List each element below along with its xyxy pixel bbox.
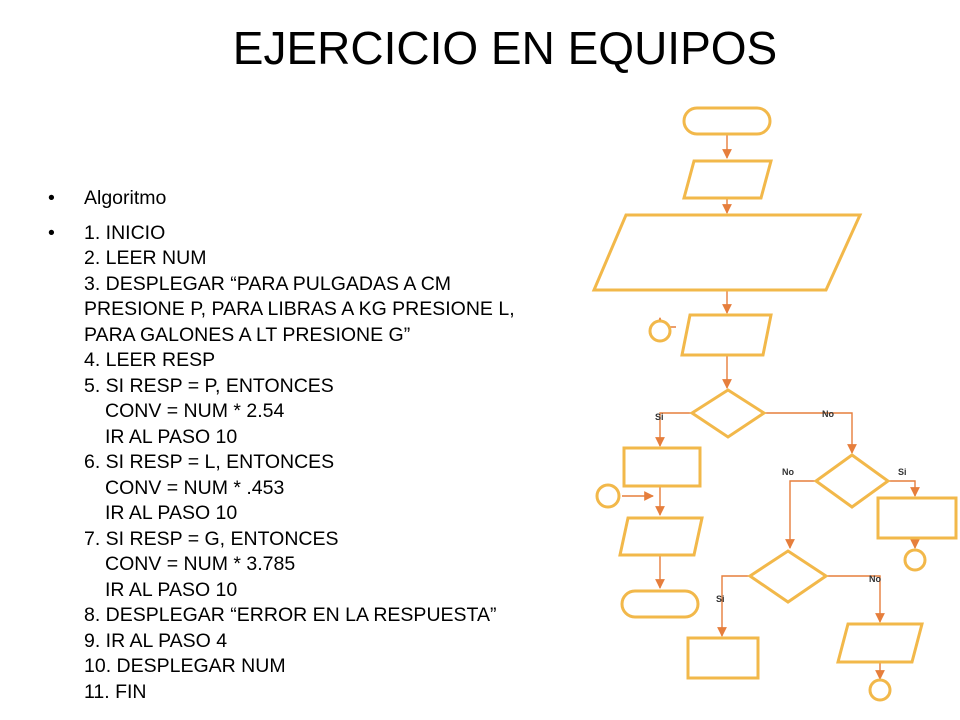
label-decision1-yes: Si: [655, 412, 664, 422]
decision-diamond-resp-l: [813, 453, 891, 509]
connector-decision3-yes: [717, 575, 750, 637]
algorithm-step-line: 7. SI RESP = G, ENTONCES: [84, 527, 339, 550]
label-decision3-no: No: [869, 574, 881, 584]
connector-circle-join: [595, 483, 621, 509]
output-parallelogram-error: [836, 622, 924, 664]
bullet-text: Algoritmo: [84, 187, 167, 209]
connector-circle-l: [903, 548, 927, 572]
connector-decision1-no: [764, 412, 857, 454]
algorithm-step-line: 8. DESPLEGAR “ERROR EN LA RESPUESTA”: [84, 604, 497, 626]
algorithm-step-line: 5. SI RESP = P, ENTONCES: [84, 374, 334, 397]
connector-decision2-yes: [888, 480, 920, 497]
connector-decision3-no: [826, 575, 885, 623]
algorithm-step-line: PARA GALONES A LT PRESIONE G”: [84, 323, 411, 346]
decision-diamond-resp-g: [747, 549, 829, 604]
algorithm-step-line: PRESIONE P, PARA LIBRAS A KG PRESIONE L,: [84, 298, 515, 320]
decision-diamond-resp-p: [689, 388, 767, 439]
bullet-heading: • Algoritmo: [48, 186, 588, 212]
label-decision2-no: No: [782, 467, 794, 477]
algorithm-step-line: 3. DESPLEGAR “PARA PULGADAS A CM: [84, 272, 452, 295]
process-rect-conv-p: [622, 446, 702, 488]
connector-circle-loop: [648, 319, 672, 343]
algorithm-step-line: 1. INICIO: [84, 221, 166, 244]
algorithm-step-line: 6. SI RESP = L, ENTONCES: [84, 451, 335, 473]
algorithm-step-line: IR AL PASO 10: [105, 425, 238, 448]
algorithm-step-line: 2. LEER NUM: [84, 247, 207, 269]
process-rect-conv-l: [876, 496, 958, 540]
connector-decision2-no: [785, 480, 816, 549]
output-parallelogram-desplegar: [591, 213, 863, 292]
output-parallelogram-desplegar-num: [618, 516, 704, 557]
algorithm-step-line: 4. LEER RESP: [84, 349, 216, 371]
flowchart-shapes: [591, 106, 958, 702]
input-parallelogram-leer-resp: [680, 313, 773, 357]
algorithm-step-line: 9. IR AL PASO 4: [84, 629, 228, 652]
slide-title: EJERCICIO EN EQUIPOS: [232, 22, 778, 74]
connector-circle-error: [868, 678, 892, 702]
label-decision2-yes: Si: [898, 467, 907, 477]
bullet-algorithm-steps: • 1. INICIO 2. LEER NUM 3. DESPLEGAR “PARA …: [48, 221, 588, 706]
input-parallelogram-leer-num: [682, 159, 773, 200]
terminal-start-shape: [682, 106, 772, 136]
bullet-marker: •: [48, 187, 55, 209]
algorithm-step-line: 10. DESPLEGAR NUM: [84, 655, 286, 677]
label-decision1-no: No: [822, 409, 834, 419]
terminal-end-shape: [620, 589, 700, 619]
algorithm-step-line: CONV = NUM * .453: [105, 476, 285, 499]
bullet-marker: •: [48, 221, 55, 244]
algorithm-step-line: CONV = NUM * 3.785: [105, 553, 296, 575]
algorithm-step-line: IR AL PASO 10: [105, 578, 238, 601]
algorithm-bullet-list: • Algoritmo • 1. INICIO 2. LEER NUM 3. DESPLE…: [48, 186, 588, 705]
label-decision3-yes: Si: [716, 594, 725, 604]
algorithm-step-line: CONV = NUM * 2.54: [105, 400, 285, 422]
algorithm-step-line: 11. FIN: [84, 680, 147, 703]
algorithm-step-line: IR AL PASO 10: [105, 502, 238, 524]
connector-decision1-yes: [655, 412, 692, 447]
process-rect-conv-g: [686, 636, 760, 680]
flowchart-branch-labels: Si No No Si Si No: [655, 409, 907, 604]
